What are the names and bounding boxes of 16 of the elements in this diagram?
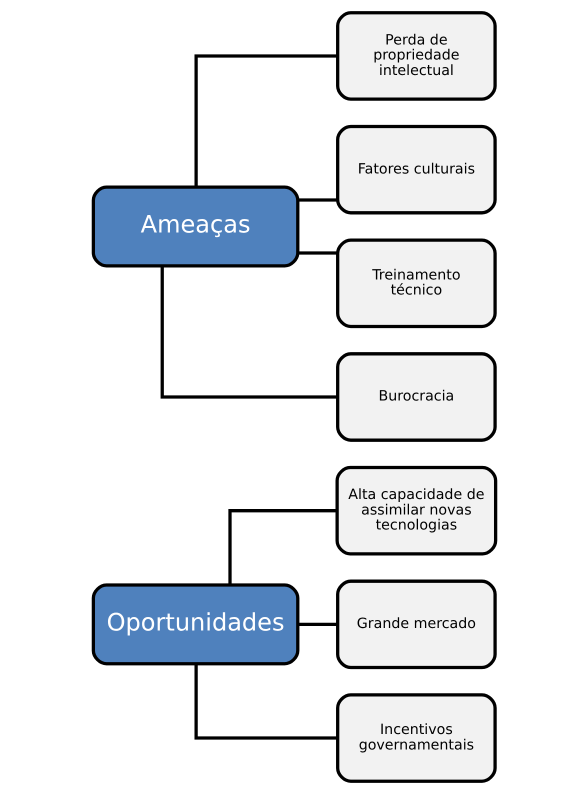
connector (194, 54, 337, 187)
node-box: Treinamento técnico (336, 238, 496, 328)
node-box: Alta capacidade de assimilar novas tecnologias (335, 466, 497, 556)
connector (228, 509, 336, 585)
connector (297, 198, 338, 202)
connector (297, 251, 338, 255)
node-box: Ameaças (91, 186, 299, 268)
node-box: Fatores culturais (336, 124, 496, 214)
node-box: Burocracia (336, 352, 496, 442)
node-box: Incentivos governamentais (336, 693, 496, 783)
connector (160, 266, 337, 399)
node-box: Oportunidades (91, 583, 299, 666)
node-box: Grande mercado (336, 580, 496, 670)
connector (194, 664, 337, 740)
connector (297, 622, 338, 626)
node-box: Perda de propriedade intelectual (336, 11, 496, 101)
